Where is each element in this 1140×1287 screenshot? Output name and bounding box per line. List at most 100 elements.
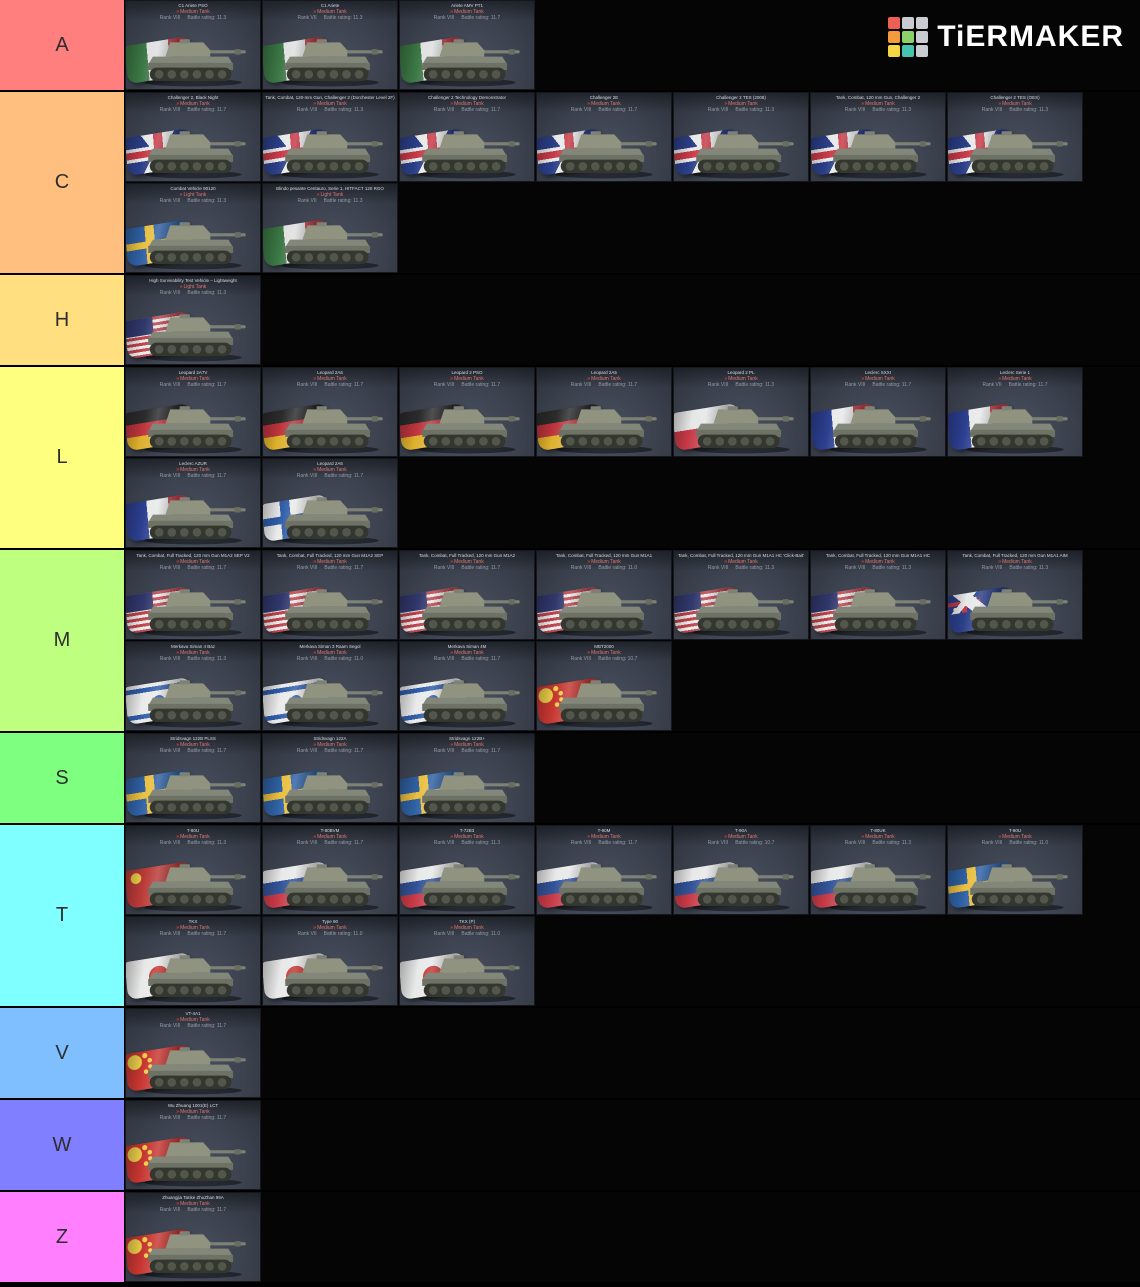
tank-card[interactable]: Merkava Siman 4M Medium Tank Rank VIIIBa… bbox=[399, 641, 535, 731]
tank-type: Medium Tank bbox=[263, 925, 397, 931]
tank-card[interactable]: Tank, Combat, Full Tracked, 120 mm Gun M… bbox=[536, 550, 672, 640]
tank-card[interactable]: Leopard 2 PSO Medium Tank Rank VIIIBattl… bbox=[399, 367, 535, 457]
tank-type-label: Medium Tank bbox=[180, 924, 210, 931]
tank-card[interactable]: Tank, Combat, Full Tracked, 120 mm Gun M… bbox=[810, 550, 946, 640]
tank-card[interactable]: High Survivability Test Vehicle – Lightw… bbox=[125, 275, 261, 365]
tank-battle-rating: Battle rating: 11.3 bbox=[187, 14, 227, 21]
tank-type-label: Medium Tank bbox=[317, 924, 347, 931]
tank-card[interactable]: Tank, Combat, 120 mm Gun, Challenger 2 M… bbox=[810, 92, 946, 182]
tiermaker-logo[interactable]: TiERMAKER bbox=[888, 17, 1124, 57]
tank-card[interactable]: Tank, Combat, Full Tracked, 120 mm Gun M… bbox=[947, 550, 1083, 640]
tank-card[interactable]: Challenger 2, Black Night Medium Tank Ra… bbox=[125, 92, 261, 182]
tank-card[interactable]: Leopard 2 PL Medium Tank Rank VIIIBattle… bbox=[673, 367, 809, 457]
tank-card-header: Tank, Combat, Full Tracked, 120 mm Gun M… bbox=[126, 551, 260, 572]
tank-card[interactable]: Combat Vehicle 90120 Light Tank Rank VII… bbox=[125, 183, 261, 273]
tank-type: Medium Tank bbox=[263, 101, 397, 107]
tank-battle-rating: Battle rating: 11.7 bbox=[187, 930, 227, 937]
tank-card[interactable]: Leopard 2A6 Medium Tank Rank VIIIBattle … bbox=[262, 367, 398, 457]
tank-card[interactable]: Challenger 2E Medium Tank Rank VIIIBattl… bbox=[536, 92, 672, 182]
tank-card[interactable]: C1 Ariete PSO Medium Tank Rank VIIIBattl… bbox=[125, 0, 261, 90]
tank-card[interactable]: Challenger 2 TES (2008) Medium Tank Rank… bbox=[673, 92, 809, 182]
tier-label-z[interactable]: Z bbox=[0, 1192, 125, 1282]
logo-square-icon bbox=[902, 31, 915, 43]
medium-tank-type-icon bbox=[176, 1201, 179, 1207]
tank-card[interactable]: Leclerc Serie 1 Medium Tank Rank VIIBatt… bbox=[947, 367, 1083, 457]
tank-rank: Rank VII bbox=[982, 381, 1002, 388]
tank-card[interactable]: Wu Zhuang 1001(E) LCT Medium Tank Rank V… bbox=[125, 1100, 261, 1190]
tank-card[interactable]: Merkava Siman 4 Baz Medium Tank Rank VII… bbox=[125, 641, 261, 731]
tank-type: Light Tank bbox=[263, 192, 397, 198]
tier-label-v[interactable]: V bbox=[0, 1008, 125, 1098]
tank-type-label: Medium Tank bbox=[180, 8, 210, 15]
tank-card[interactable]: Merkava Siman 3 Raam Segol Medium Tank R… bbox=[262, 641, 398, 731]
logo-square-icon bbox=[888, 31, 901, 43]
tank-card-header: Leclerc SXXI Medium Tank Rank VIIIBattle… bbox=[811, 368, 945, 389]
tank-card[interactable]: Leopard 2A5 Medium Tank Rank VIIIBattle … bbox=[536, 367, 672, 457]
tank-card[interactable]: Tank, Combat, Full Tracked, 120 mm Gun M… bbox=[673, 550, 809, 640]
tank-name: T-90A bbox=[734, 828, 747, 833]
medium-tank-type-icon bbox=[724, 101, 727, 107]
tank-card[interactable]: Blindo pesante Centauro, Serie 1, HITFAC… bbox=[262, 183, 398, 273]
tier-label-t[interactable]: T bbox=[0, 825, 125, 1006]
tank-type: Medium Tank bbox=[263, 376, 397, 382]
tier-label-h[interactable]: H bbox=[0, 275, 125, 365]
tank-card[interactable]: Tank, Combat, Full Tracked, 120 mm Gun M… bbox=[399, 550, 535, 640]
tank-card-header: Challenger 2E Medium Tank Rank VIIIBattl… bbox=[537, 93, 671, 114]
medium-tank-type-icon bbox=[450, 650, 453, 656]
tank-image bbox=[555, 406, 657, 454]
tank-card[interactable]: Stridsvagn 122B+ Medium Tank Rank VIIIBa… bbox=[399, 733, 535, 823]
tank-card[interactable]: Zhuangjia Tanke ZhuZhan 99A Medium Tank … bbox=[125, 1192, 261, 1282]
tank-card[interactable]: Tank, Combat, Full Tracked, 120 mm Gun M… bbox=[125, 550, 261, 640]
tank-card[interactable]: Stridsvagn 122A Medium Tank Rank VIIIBat… bbox=[262, 733, 398, 823]
tank-card[interactable]: Leopard 2A7V Medium Tank Rank VIIIBattle… bbox=[125, 367, 261, 457]
tank-card[interactable]: Stridsvagn 122B PLSS Medium Tank Rank VI… bbox=[125, 733, 261, 823]
tank-card-header: Tank, Combat, Full Tracked, 120 mm Gun M… bbox=[400, 551, 534, 572]
tank-card[interactable]: Leopard 2A6 Medium Tank Rank VIIIBattle … bbox=[262, 458, 398, 548]
tank-type-label: Medium Tank bbox=[317, 558, 347, 565]
tank-battle-rating: Battle rating: 11.7 bbox=[1008, 381, 1048, 388]
tank-card[interactable]: Leclerc AZUR Medium Tank Rank VIIIBattle… bbox=[125, 458, 261, 548]
medium-tank-type-icon bbox=[176, 650, 179, 656]
tank-card[interactable]: Challenger 2 Technology Demonstrator Med… bbox=[399, 92, 535, 182]
tier-label-l[interactable]: L bbox=[0, 367, 125, 548]
tier-label-m[interactable]: M bbox=[0, 550, 125, 731]
tier-label-w[interactable]: W bbox=[0, 1100, 125, 1190]
tank-name: Tank, Combat, Full Tracked, 120 mm Gun M… bbox=[276, 553, 384, 558]
tank-type-label: Medium Tank bbox=[317, 649, 347, 656]
tank-name: Tank, Combat, Full Tracked, 120 mm Gun M… bbox=[677, 553, 804, 558]
tank-battle-rating: Battle rating: 11.3 bbox=[872, 106, 912, 113]
tank-card[interactable]: Ariete AMV PT1 Medium Tank Rank VIIIBatt… bbox=[399, 0, 535, 90]
tank-card[interactable]: Tank, Combat, 120-mm Gun, Challenger 2 (… bbox=[262, 92, 398, 182]
tier-label-a[interactable]: A bbox=[0, 0, 125, 90]
tank-card[interactable]: Challenger 2 TES (OES) Medium Tank Rank … bbox=[947, 92, 1083, 182]
logo-square-icon bbox=[916, 31, 929, 43]
tank-image bbox=[966, 406, 1068, 454]
tank-card[interactable]: Leclerc SXXI Medium Tank Rank VIIIBattle… bbox=[810, 367, 946, 457]
tank-type-label: Medium Tank bbox=[454, 741, 484, 748]
tank-type: Medium Tank bbox=[126, 559, 260, 565]
tier-label-c[interactable]: C bbox=[0, 92, 125, 273]
tank-image bbox=[418, 772, 520, 820]
tank-name: Challenger 2 TES (2008) bbox=[716, 95, 766, 100]
tier-label-s[interactable]: S bbox=[0, 733, 125, 823]
tank-name: Tank, Combat, Full Tracked, 120 mm Gun M… bbox=[136, 553, 250, 558]
tank-card[interactable]: Tank, Combat, Full Tracked, 120 mm Gun M… bbox=[262, 550, 398, 640]
tank-battle-rating: Battle rating: 11.7 bbox=[324, 747, 364, 754]
